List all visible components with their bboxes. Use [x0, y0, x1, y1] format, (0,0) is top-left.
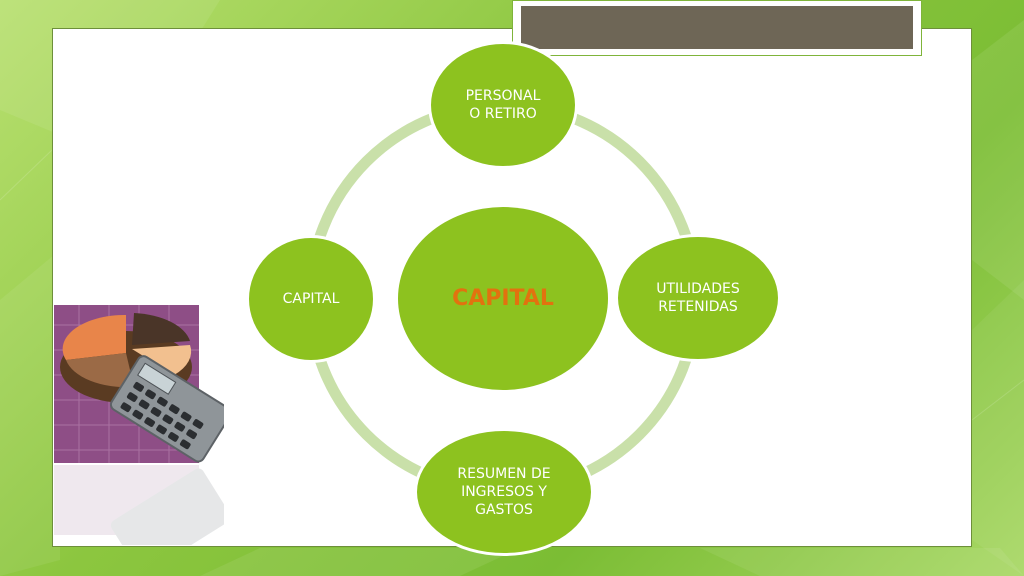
node-resumen-ingresos-gastos: RESUMEN DE INGRESOS Y GASTOS	[414, 428, 594, 556]
node-utilidades-retenidas: UTILIDADES RETENIDAS	[615, 234, 781, 362]
node-personal-o-retiro: PERSONAL O RETIRO	[428, 41, 578, 169]
node-capital: CAPITAL	[246, 235, 376, 363]
title-placeholder-box	[512, 0, 922, 56]
title-placeholder-fill	[521, 6, 913, 49]
pie-chart-calculator-clipart-icon	[54, 305, 224, 545]
center-node-capital: CAPITAL	[398, 207, 608, 390]
